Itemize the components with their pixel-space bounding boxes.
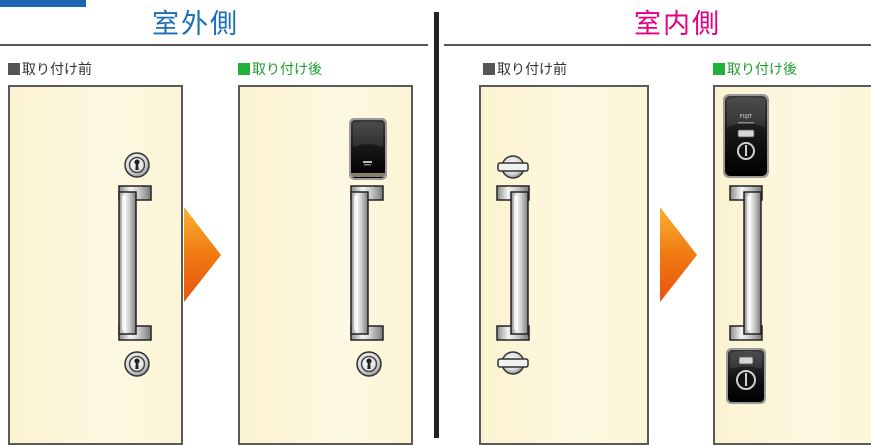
- caption-outside-before-label: 取り付け前: [22, 62, 92, 78]
- smart-lock-unit-bottom: [726, 348, 766, 404]
- door-outside-before: [8, 85, 183, 445]
- key-cylinder-icon: [124, 351, 150, 377]
- caption-inside-before: 取り付け前: [483, 60, 567, 80]
- right-arrow-icon-2: [660, 207, 697, 302]
- right-arrow-icon-1: [184, 207, 221, 302]
- door-handle: [350, 185, 384, 341]
- door-handle: [118, 185, 152, 341]
- key-cylinder-icon: [124, 152, 150, 178]
- card-reader-icon: [349, 118, 387, 180]
- thumb-turn-icon: [497, 155, 529, 179]
- caption-inside-before-label: 取り付け前: [497, 62, 567, 78]
- square-marker-icon: [483, 63, 495, 75]
- inside-heading: 室内側: [634, 9, 721, 40]
- caption-inside-after: 取り付け後: [713, 60, 797, 80]
- corner-tab: [0, 0, 86, 7]
- heading-rule-left: [0, 44, 428, 46]
- square-marker-icon: [8, 63, 20, 75]
- square-marker-icon: [238, 63, 250, 75]
- key-cylinder-icon: [356, 351, 382, 377]
- device-brand-label: FUJIT: [740, 114, 753, 120]
- door-handle: [496, 185, 530, 341]
- caption-outside-after: 取り付け後: [238, 60, 322, 80]
- heading-rule-right: [444, 44, 871, 46]
- square-marker-icon: [713, 63, 725, 75]
- outside-heading: 室外側: [152, 9, 239, 40]
- caption-inside-after-label: 取り付け後: [727, 62, 797, 78]
- thumb-turn-icon: [497, 351, 529, 375]
- door-handle: [729, 185, 763, 341]
- caption-outside-before: 取り付け前: [8, 60, 92, 80]
- smart-lock-unit-top: FUJIT: [723, 94, 769, 178]
- caption-outside-after-label: 取り付け後: [252, 62, 322, 78]
- center-divider: [434, 12, 439, 438]
